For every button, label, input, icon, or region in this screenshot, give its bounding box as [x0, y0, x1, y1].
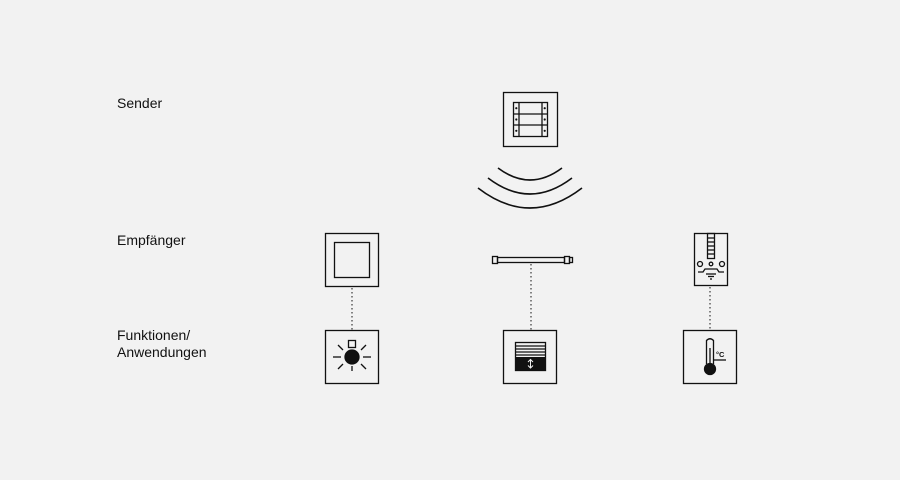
roller-shutter-icon: [502, 329, 558, 385]
light-bulb-icon: [324, 329, 380, 385]
multi-button-wall-switch-icon: [502, 91, 559, 148]
functions-label-line2: Anwendungen: [117, 344, 207, 360]
celsius-unit-label: °C: [716, 350, 725, 359]
radio-waves-icon: [477, 167, 583, 209]
row-label-functions: Funktionen/ Anwendungen: [117, 327, 207, 361]
tubular-motor-icon: [491, 255, 574, 265]
radiator-valve-actuator-icon: [693, 232, 729, 287]
connector-lines: [351, 264, 711, 330]
flush-mounted-switch-icon: [324, 232, 380, 288]
sender-label: Sender: [117, 95, 163, 111]
row-label-sender: Sender: [117, 95, 162, 112]
receiver-label: Empfänger: [117, 232, 186, 248]
thermometer-icon: [682, 329, 738, 385]
row-label-receiver: Empfänger: [117, 232, 185, 249]
functions-label-line1: Funktionen/: [117, 327, 191, 343]
